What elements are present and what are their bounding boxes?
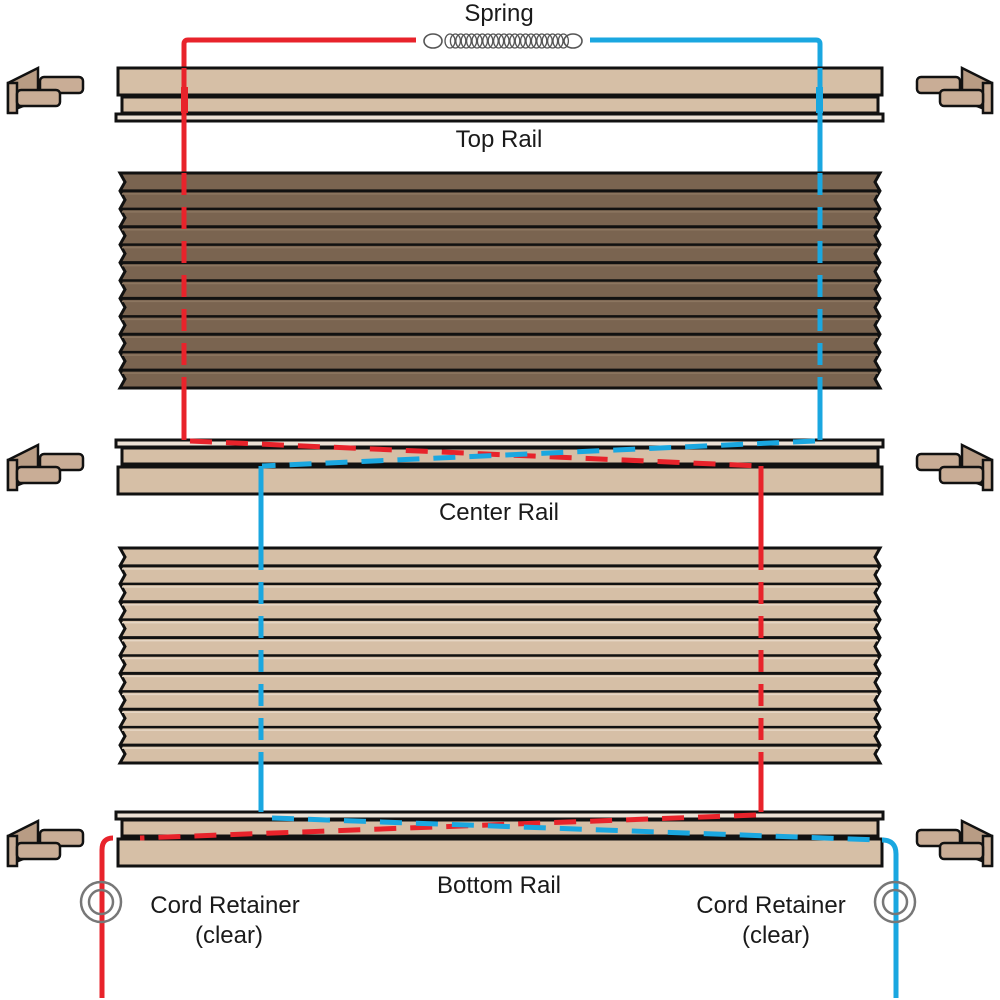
red-cord-exit: [99, 835, 114, 998]
spring-coil: [503, 33, 516, 49]
spring-coil: [455, 33, 467, 49]
red-cord-top-run: [181, 37, 416, 100]
spring-coil: [465, 33, 478, 49]
top-rail-label: Top Rail: [456, 126, 543, 153]
bottom-fabric: [117, 546, 883, 765]
spring-end-right: [563, 33, 583, 49]
spring-end-left: [423, 33, 443, 49]
red-cord-inside-center-rail: [189, 438, 761, 469]
spring-coil: [552, 33, 564, 49]
cord-retainer-left-label: Cord Retainer: [150, 892, 299, 919]
top-fabric: [117, 171, 883, 390]
center-rail: [114, 438, 885, 496]
spring-coil: [536, 33, 548, 49]
spring-coil: [519, 33, 532, 49]
spring-coil: [498, 33, 510, 49]
spring-label: Spring: [464, 0, 533, 27]
bottom-rail: [114, 810, 885, 868]
spring-coil: [557, 33, 570, 49]
spring-coil: [471, 33, 483, 49]
blue-cord-inside-bottom-rail: [271, 815, 881, 843]
spring-coil: [546, 33, 559, 49]
bracket-center-left: [6, 443, 85, 492]
cord-retainer-left-icon: [79, 880, 123, 924]
spring-coil: [444, 33, 456, 49]
cords: [99, 173, 899, 998]
spring-icon: [423, 33, 583, 49]
top-rail: [114, 66, 885, 123]
bracket-bottom-right: [915, 819, 994, 868]
spring-coil: [449, 33, 462, 49]
blue-cord-inside-center-rail: [261, 438, 816, 469]
bracket-bottom-left: [6, 819, 85, 868]
spring-coil: [476, 33, 489, 49]
cord-retainer-left-sub: (clear): [195, 922, 263, 949]
red-cord-inside-bottom-rail: [139, 812, 757, 841]
spring-coil: [525, 33, 537, 49]
cord-retainer-right-label: Cord Retainer: [696, 892, 845, 919]
spring-coil: [492, 33, 505, 49]
cord-retainer-right-sub: (clear): [742, 922, 810, 949]
spring-coil: [460, 33, 472, 49]
center-rail-label: Center Rail: [439, 499, 559, 526]
blue-cord-top-run: [590, 37, 823, 100]
spring-coil: [514, 33, 526, 49]
spring-coil: [509, 33, 521, 49]
spring-coil: [487, 33, 499, 49]
bottom-rail-label: Bottom Rail: [437, 872, 561, 899]
bracket-top-left: [6, 66, 85, 115]
cord-retainer-right-icon: [873, 880, 917, 924]
blue-cord-exit: [881, 837, 899, 998]
spring-coil: [482, 33, 494, 49]
spring-coil: [530, 33, 543, 49]
spring-coil: [541, 33, 553, 49]
bracket-center-right: [915, 443, 994, 492]
bracket-top-right: [915, 66, 994, 115]
